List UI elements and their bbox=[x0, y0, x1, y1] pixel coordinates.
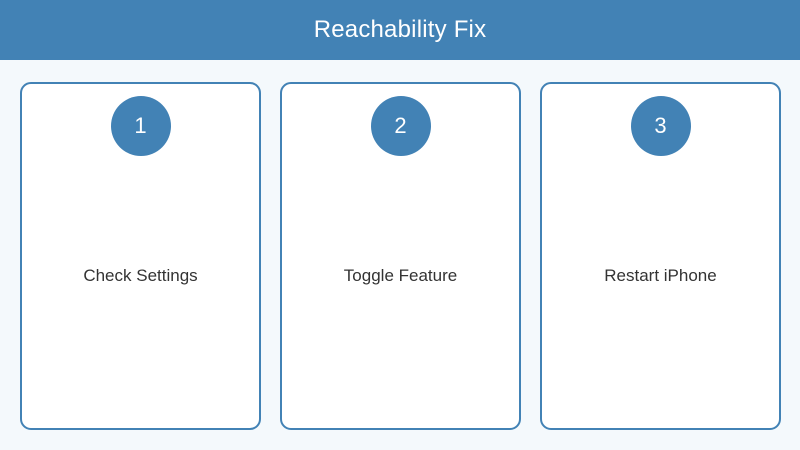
step-number-label: 1 bbox=[134, 113, 147, 138]
step-card-2[interactable]: 2 Toggle Feature bbox=[280, 82, 521, 430]
step-title-3: Restart iPhone bbox=[604, 266, 717, 285]
step-number-label: 2 bbox=[394, 113, 407, 138]
step-title-1: Check Settings bbox=[83, 266, 198, 285]
header-bar: Reachability Fix bbox=[0, 0, 800, 60]
step-number-badge-1: 1 bbox=[110, 96, 171, 156]
step-title-2: Toggle Feature bbox=[343, 266, 458, 285]
step-number-badge-3: 3 bbox=[630, 96, 691, 156]
steps-container: 1 Check Settings 2 Toggle Feature 3 Rest… bbox=[20, 82, 781, 430]
page-title: Reachability Fix bbox=[313, 16, 487, 43]
step-card-1[interactable]: 1 Check Settings bbox=[20, 82, 261, 430]
step-card-3[interactable]: 3 Restart iPhone bbox=[540, 82, 781, 430]
step-number-label: 3 bbox=[654, 113, 667, 138]
step-number-badge-2: 2 bbox=[370, 96, 431, 156]
